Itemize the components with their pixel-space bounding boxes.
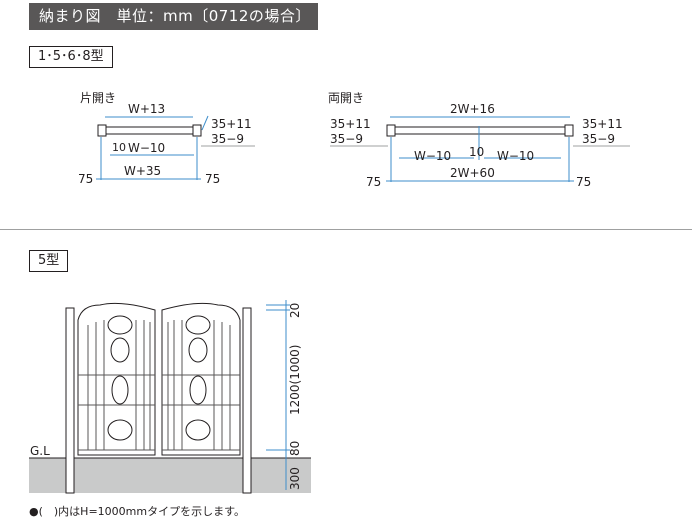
gate-ornament [107,315,211,441]
single-caption: 片開き [80,91,116,105]
double-dim-inner-right: W−10 [497,149,534,163]
single-post-right [192,124,202,137]
single-dim-right-2: 35−9 [211,132,244,146]
gate-post-right [242,307,252,494]
footnote: ●( )内はH=1000mmタイプを示します。 [29,505,245,518]
double-dim-left-1: 35+11 [330,117,371,131]
single-gap: 10 [112,141,126,154]
elevation-view-drawing: G.L 20 120 [29,300,311,494]
double-gap: 10 [469,145,484,159]
drawing-title: 納まり図 単位：mm〔0712の場合〕 [29,3,318,30]
single-post-left-dim: 75 [78,172,93,186]
double-dim-right-2: 35−9 [582,132,615,146]
type-label-1568: 1･5･6･8型 [29,46,113,68]
ground-label: G.L [30,444,50,458]
double-dim-left-2: 35−9 [330,132,363,146]
double-gate-bar [390,126,570,135]
double-caption: 両開き [328,91,364,105]
single-post-left [97,124,107,137]
ground-area [29,458,311,493]
single-dim-inner: W−10 [128,141,165,155]
dim-top: 20 [288,303,302,318]
double-dim-right-1: 35+11 [582,117,623,131]
gate-door-left [77,302,156,456]
double-dim-top: 2W+16 [450,102,495,116]
dim-embed: 300 [288,467,302,490]
type-label-5: 5型 [29,250,69,272]
double-dim-inner-left: W−10 [414,149,451,163]
single-dim-top: W+13 [128,102,165,116]
double-post-right [564,124,574,137]
single-leader [201,115,209,131]
dim-bottom-gap: 80 [288,441,302,456]
section-divider [0,229,692,230]
double-dim-bottom: 2W+60 [450,166,495,180]
double-post-left [386,124,396,137]
gate-post-left [65,307,75,494]
gate-door-right [161,302,241,456]
single-gate-bar [100,126,198,135]
plan-view-drawings: 片開き W+13 35+11 35−9 10 W−10 W+35 75 75 両… [78,91,630,189]
double-post-left-dim: 75 [366,175,381,189]
single-dim-right-1: 35+11 [211,117,252,131]
single-post-right-dim: 75 [205,172,220,186]
double-post-right-dim: 75 [576,175,591,189]
single-dim-bottom: W+35 [124,164,161,178]
dim-height: 1200(1000) [288,345,302,415]
gate-bars [78,320,240,451]
